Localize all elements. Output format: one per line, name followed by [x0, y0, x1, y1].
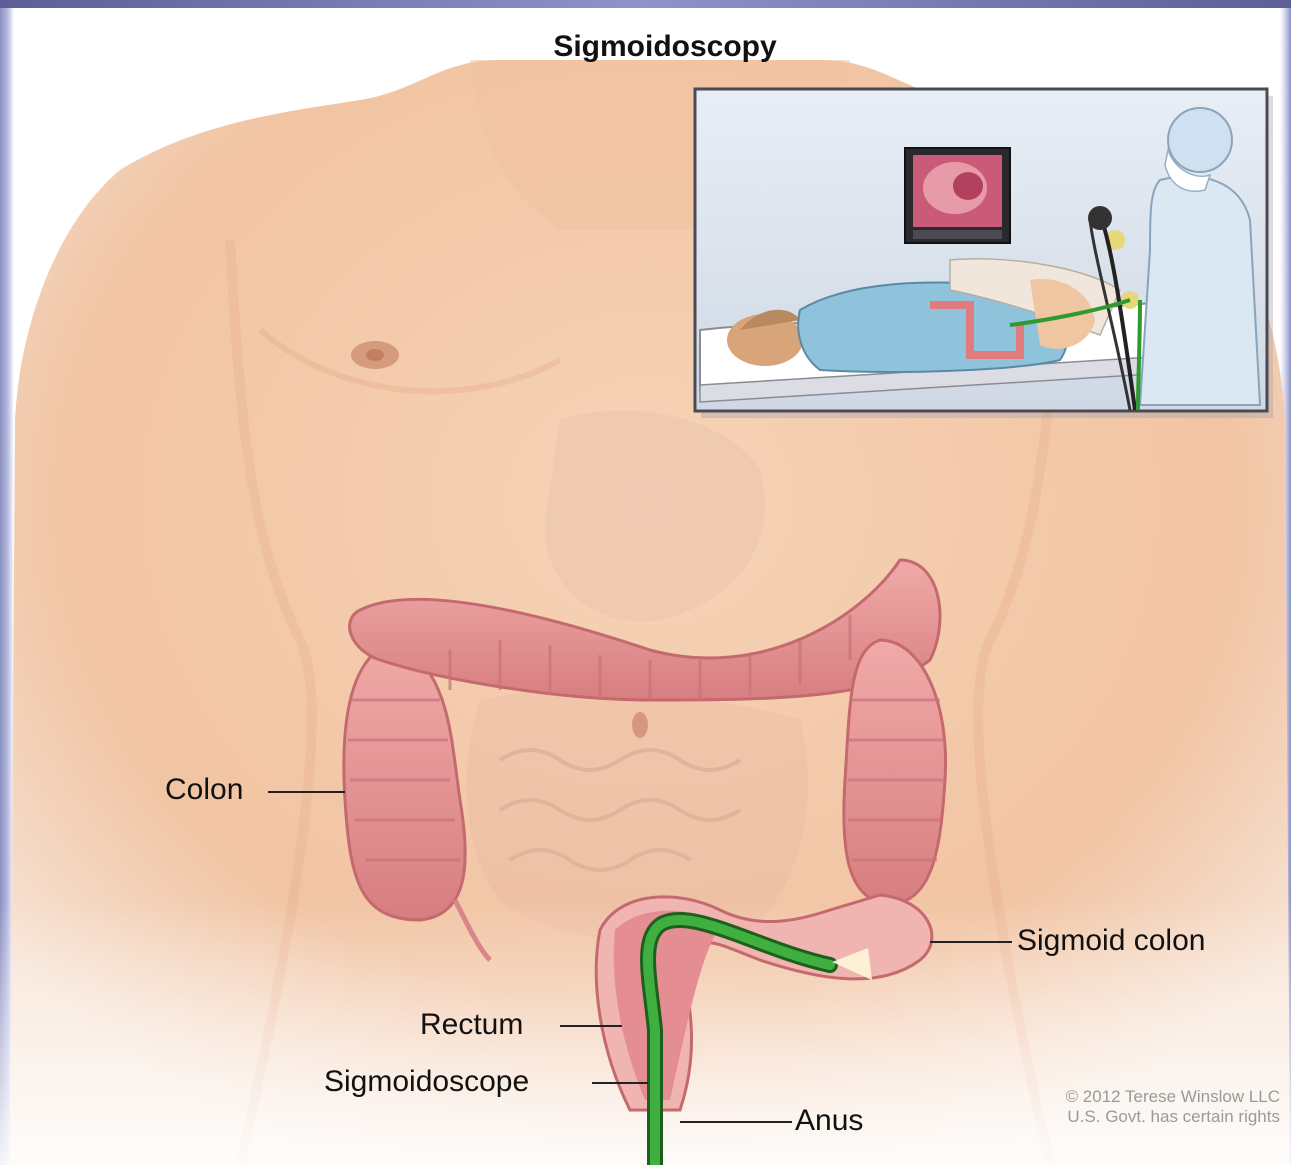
copyright-line-1: © 2012 Terese Winslow LLC: [960, 1087, 1280, 1107]
label-sigmoidoscope: Sigmoidoscope: [324, 1065, 529, 1099]
label-anus: Anus: [795, 1104, 863, 1138]
monitor: [905, 148, 1010, 243]
procedure-inset: [695, 89, 1273, 418]
copyright-line-2: U.S. Govt. has certain rights: [960, 1107, 1280, 1127]
label-colon: Colon: [165, 773, 243, 807]
copyright-notice: © 2012 Terese Winslow LLC U.S. Govt. has…: [960, 1087, 1280, 1127]
label-sigmoid-colon: Sigmoid colon: [1017, 924, 1205, 958]
page-title: Sigmoidoscopy: [0, 30, 1291, 64]
label-rectum: Rectum: [420, 1008, 523, 1042]
